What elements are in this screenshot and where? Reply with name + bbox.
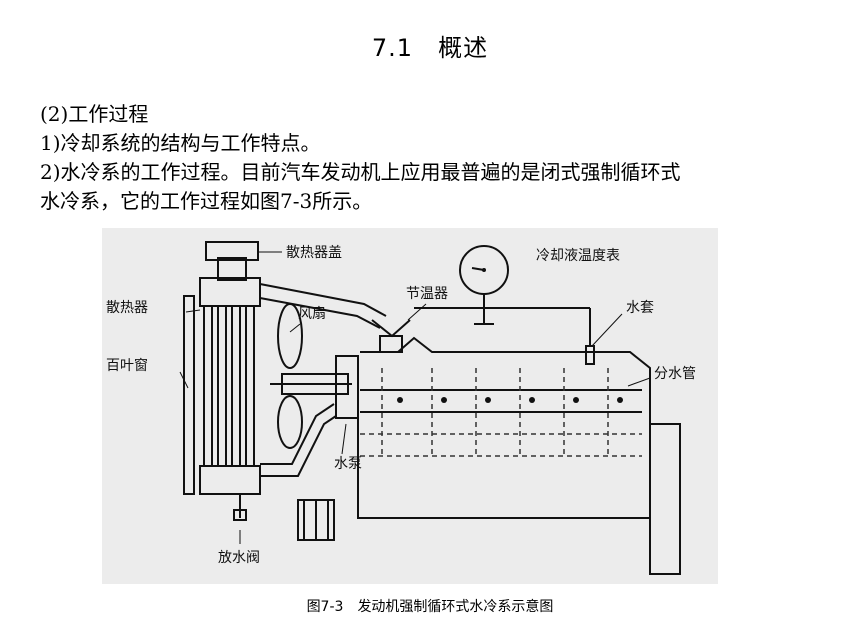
point-2-line-2: 水冷系，它的工作过程如图7-3所示。 (40, 189, 373, 213)
label-coolant-gauge: 冷却液温度表 (536, 248, 620, 264)
water-pump-shape (335, 355, 359, 419)
radiator-bottom-tank (199, 465, 261, 495)
fan-blade-bottom (277, 395, 303, 449)
figure-caption: 图7-3 发动机强制循环式水冷系示意图 (0, 596, 860, 616)
caption-number: 图7-3 (306, 599, 344, 615)
label-shutter: 百叶窗 (106, 357, 148, 374)
caption-text: 发动机强制循环式水冷系示意图 (357, 599, 554, 615)
label-distribution-pipe: 分水管 (654, 366, 696, 382)
body-text: (2)工作过程 1)冷却系统的结构与工作特点。 2)水冷系的工作过程。目前汽车发… (40, 100, 830, 216)
label-fan: 风扇 (298, 306, 326, 322)
cooling-system-diagram: 散热器盖 冷却液温度表 节温器 散热器 风扇 水套 百叶窗 分水管 水泵 放水阀 (102, 228, 718, 584)
label-thermostat: 节温器 (406, 286, 448, 302)
slide-title: 7.1 概述 (371, 34, 489, 62)
label-water-pump: 水泵 (334, 456, 362, 472)
shutter-shape (183, 295, 195, 495)
section-heading: (2)工作过程 (40, 102, 149, 126)
drain-valve-shape (233, 509, 247, 521)
label-drain-valve: 放水阀 (218, 550, 260, 566)
radiator-cap-shape (205, 241, 259, 261)
point-1: 1)冷却系统的结构与工作特点。 (40, 131, 321, 155)
label-water-jacket: 水套 (626, 300, 654, 316)
thermostat-shape (379, 335, 403, 353)
radiator-top-tank (199, 277, 261, 307)
label-radiator: 散热器 (106, 300, 148, 316)
diagram-drawing: 散热器盖 冷却液温度表 节温器 散热器 风扇 水套 百叶窗 分水管 水泵 放水阀 (106, 241, 696, 575)
point-2-line-1: 2)水冷系的工作过程。目前汽车发动机上应用最普遍的是闭式强制循环式 (40, 160, 681, 184)
fan-blade-top (277, 303, 303, 369)
engine-block-outline (357, 336, 651, 519)
label-radiator-cap: 散热器盖 (286, 245, 342, 261)
